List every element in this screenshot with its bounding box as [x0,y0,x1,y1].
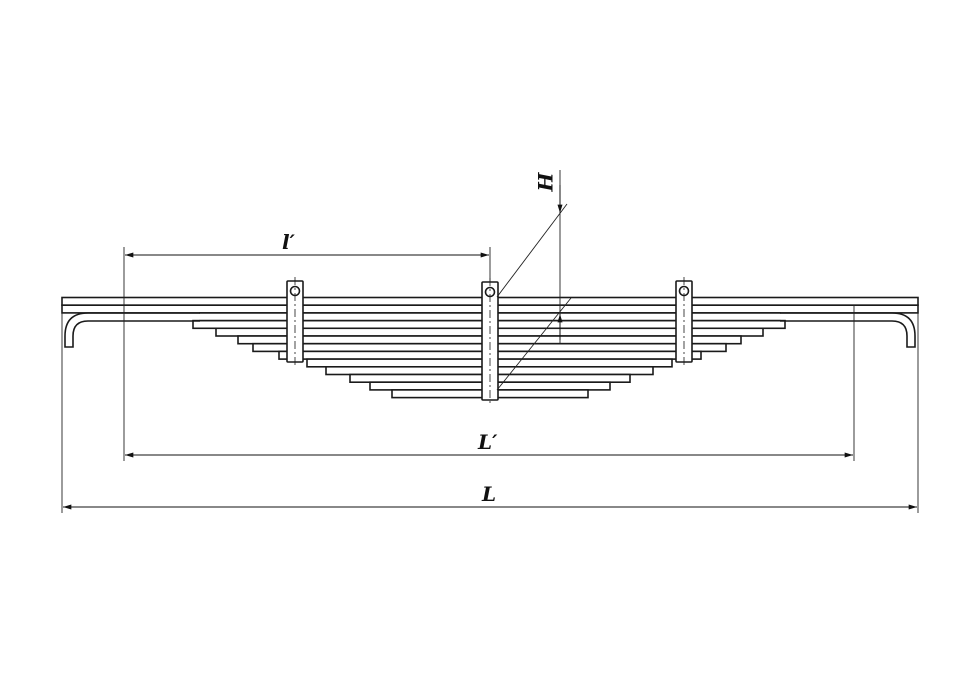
spring-clamps [286,277,693,405]
right-hook [780,312,916,348]
label-L-prime: L′ [478,430,498,454]
extension-lines [61,170,919,513]
label-l-prime: l′ [282,230,295,254]
clamp-bolt [675,277,693,367]
leaf-hook-ends [64,312,916,348]
clamp-bolt [481,278,499,405]
label-H: H [533,172,558,192]
label-L: L [482,482,497,506]
clamp-bolt [286,277,304,367]
dimension-lines [63,185,918,510]
left-hook [64,312,200,348]
